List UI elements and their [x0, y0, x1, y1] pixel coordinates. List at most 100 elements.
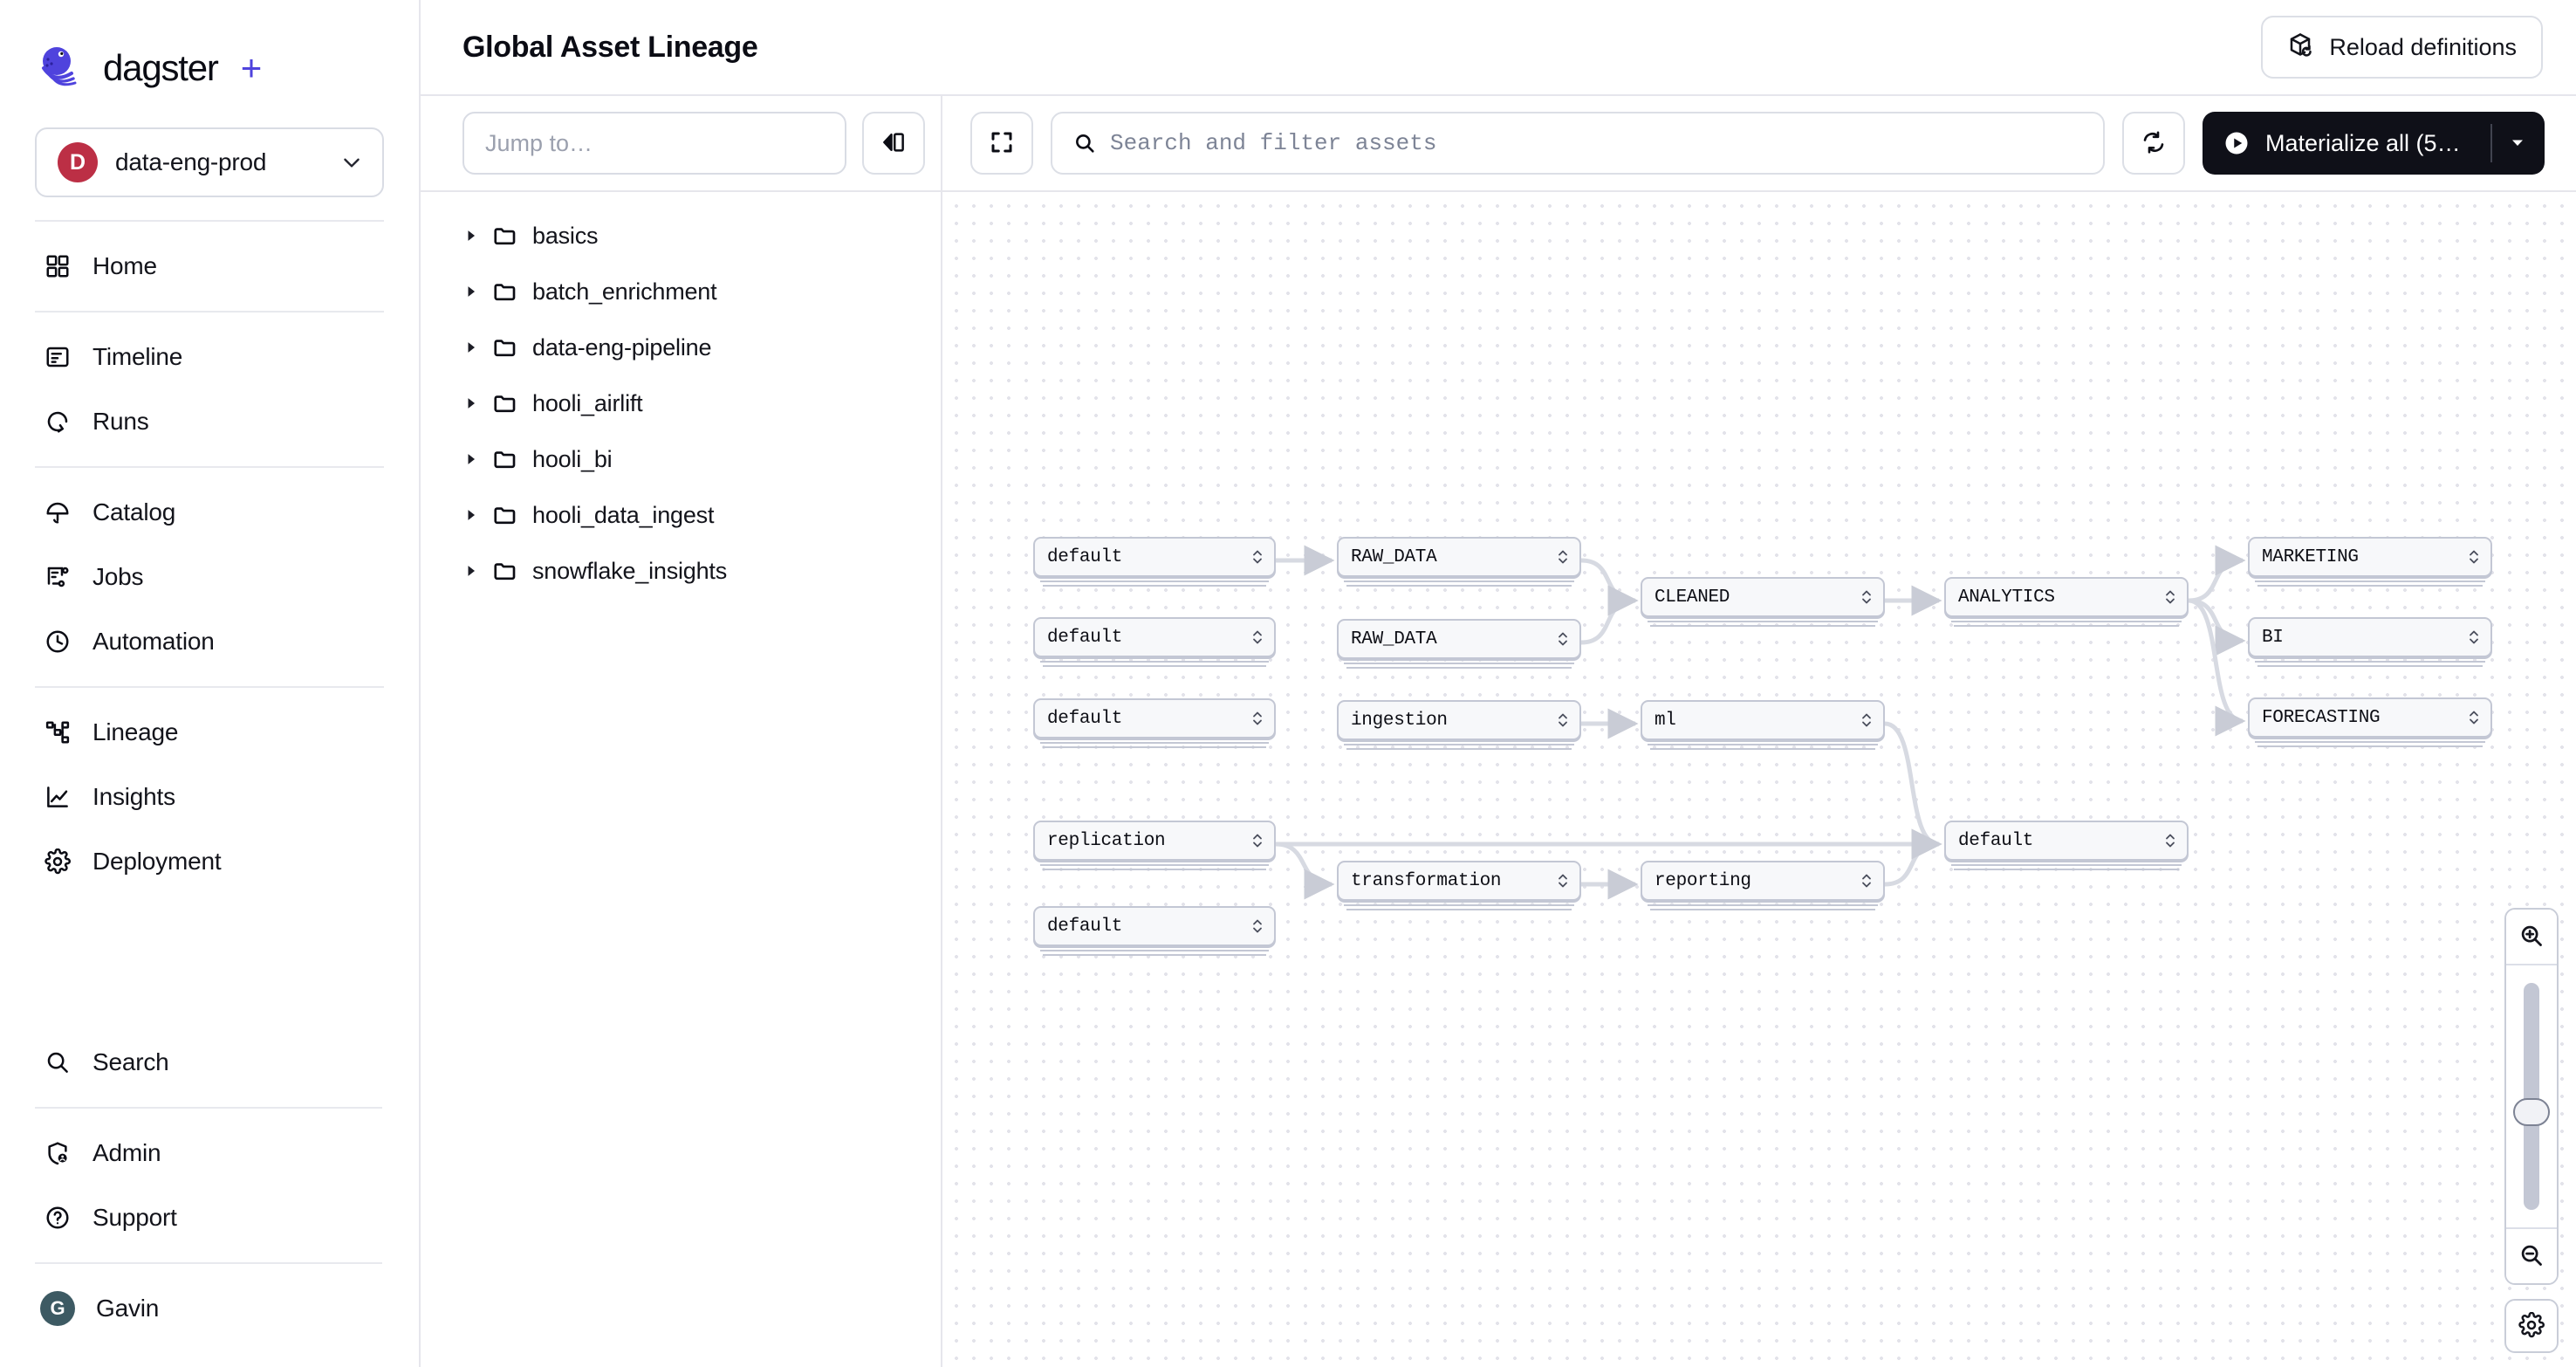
graph-node-cleaned[interactable]: CLEANED: [1641, 577, 1885, 617]
collapse-left-panel-button[interactable]: [862, 112, 925, 175]
graph-node-transformation[interactable]: transformation: [1337, 861, 1581, 901]
sidebar-item-runs[interactable]: Runs: [35, 389, 384, 454]
user-account-menu[interactable]: G Gavin: [35, 1276, 382, 1341]
chevron-up-down-icon[interactable]: [1557, 629, 1569, 649]
graph-node-ingestion[interactable]: ingestion: [1337, 700, 1581, 740]
graph-node-raw-data[interactable]: RAW_DATA: [1337, 619, 1581, 659]
sidebar-item-admin[interactable]: Admin: [35, 1121, 382, 1185]
caret-right-icon[interactable]: [456, 227, 485, 244]
brand-logo-wordmark[interactable]: dagster +: [0, 9, 419, 119]
chevron-up-down-icon[interactable]: [1860, 587, 1873, 607]
sidebar-item-deployment[interactable]: Deployment: [35, 829, 384, 894]
sidebar-item-support[interactable]: Support: [35, 1185, 382, 1250]
tree-item-snowflake-insights[interactable]: snowflake_insights: [421, 543, 941, 599]
tree-item-data-eng-pipeline[interactable]: data-eng-pipeline: [421, 319, 941, 375]
graph-node: replication: [1033, 821, 1276, 870]
zoom-slider-thumb[interactable]: [2513, 1098, 2550, 1126]
graph-node-bi[interactable]: BI: [2248, 617, 2492, 657]
graph-node-default[interactable]: default: [1033, 698, 1276, 738]
graph-node-default[interactable]: default: [1033, 617, 1276, 657]
chevron-up-down-icon[interactable]: [1557, 711, 1569, 730]
graph-node-label: default: [1047, 708, 1123, 729]
deployment-selector[interactable]: D data-eng-prod: [35, 127, 384, 197]
sidebar-item-label: Insights: [92, 783, 175, 810]
zoom-in-button[interactable]: [2506, 910, 2557, 964]
graph-node-replication[interactable]: replication: [1033, 821, 1276, 861]
graph-node: default: [1033, 906, 1276, 956]
graph-node: ANALYTICS: [1944, 577, 2189, 627]
question-circle-icon: [44, 1204, 72, 1232]
fullscreen-button[interactable]: [970, 112, 1033, 175]
tree-item-hooli-bi[interactable]: hooli_bi: [421, 431, 941, 487]
search-input[interactable]: [1110, 130, 2082, 156]
chevron-up-down-icon[interactable]: [1860, 711, 1873, 730]
graph-node-default[interactable]: default: [1033, 906, 1276, 946]
zoom-out-button[interactable]: [2506, 1229, 2557, 1283]
graph-node: ml: [1641, 700, 1885, 750]
sidebar-item-label: Jobs: [92, 563, 144, 590]
chevron-up-down-icon[interactable]: [1557, 547, 1569, 567]
graph-node-ml[interactable]: ml: [1641, 700, 1885, 740]
chevron-up-down-icon[interactable]: [1251, 547, 1264, 567]
graph-node-default[interactable]: default: [1944, 821, 2189, 861]
graph-node-stack-indicator: [1648, 744, 1878, 751]
caret-right-icon[interactable]: [456, 283, 485, 300]
graph-edges-layer: [1275, 545, 2246, 900]
asset-search-field[interactable]: [1051, 112, 2105, 175]
graph-edge: [1275, 841, 1335, 900]
chevron-up-down-icon[interactable]: [2164, 831, 2176, 850]
chevron-up-down-icon[interactable]: [2468, 708, 2480, 727]
reload-definitions-button[interactable]: Reload definitions: [2261, 16, 2543, 79]
sidebar-item-timeline[interactable]: Timeline: [35, 325, 384, 389]
graph-node-forecasting[interactable]: FORECASTING: [2248, 697, 2492, 738]
chevron-up-down-icon[interactable]: [2468, 628, 2480, 647]
caret-right-icon[interactable]: [456, 450, 485, 468]
tree-item-hooli-airlift[interactable]: hooli_airlift: [421, 375, 941, 431]
caret-right-icon[interactable]: [456, 506, 485, 524]
graph-node-stack-indicator: [1344, 663, 1574, 670]
chevron-up-down-icon[interactable]: [1251, 831, 1264, 850]
refresh-icon: [2141, 129, 2167, 158]
graph-node: FORECASTING: [2248, 697, 2492, 747]
graph-node-marketing[interactable]: MARKETING: [2248, 537, 2492, 577]
caret-right-icon[interactable]: [456, 562, 485, 580]
sidebar-item-lineage[interactable]: Lineage: [35, 700, 384, 765]
zoom-slider[interactable]: [2506, 965, 2557, 1227]
chevron-up-down-icon[interactable]: [1860, 871, 1873, 890]
sidebar-item-automation[interactable]: Automation: [35, 609, 384, 674]
graph-node: RAW_DATA: [1337, 619, 1581, 669]
sidebar-item-catalog[interactable]: Catalog: [35, 480, 384, 545]
graph-node-reporting[interactable]: reporting: [1641, 861, 1885, 901]
sidebar-item-home[interactable]: Home: [35, 234, 384, 299]
graph-node: default: [1033, 537, 1276, 587]
graph-node-stack-indicator: [1344, 904, 1574, 911]
zoom-divider-top: [2506, 964, 2557, 965]
sidebar-item-jobs[interactable]: Jobs: [35, 545, 384, 609]
nav-group-analysis: Lineage Insights Deployment: [0, 700, 419, 894]
graph-node-raw-data[interactable]: RAW_DATA: [1337, 537, 1581, 577]
graph-zoom-controls: [2504, 908, 2559, 1367]
chevron-up-down-icon[interactable]: [1251, 709, 1264, 728]
refresh-graph-button[interactable]: [2122, 112, 2185, 175]
sidebar-item-insights[interactable]: Insights: [35, 765, 384, 829]
tree-item-batch-enrichment[interactable]: batch_enrichment: [421, 264, 941, 319]
caret-right-icon[interactable]: [456, 339, 485, 356]
graph-node-default[interactable]: default: [1033, 537, 1276, 577]
chevron-up-down-icon[interactable]: [2468, 547, 2480, 567]
chevron-up-down-icon[interactable]: [2164, 587, 2176, 607]
tree-item-hooli-data-ingest[interactable]: hooli_data_ingest: [421, 487, 941, 543]
tree-item-basics[interactable]: basics: [421, 208, 941, 264]
graph-settings-button[interactable]: [2504, 1299, 2559, 1353]
chevron-up-down-icon[interactable]: [1251, 917, 1264, 936]
graph-node-analytics[interactable]: ANALYTICS: [1944, 577, 2189, 617]
reload-definitions-icon: [2287, 31, 2313, 64]
chevron-up-down-icon[interactable]: [1251, 628, 1264, 647]
materialize-all-button[interactable]: Materialize all (51)…: [2203, 112, 2490, 175]
materialize-options-button[interactable]: [2490, 112, 2545, 175]
chevron-up-down-icon[interactable]: [1557, 871, 1569, 890]
sidebar-item-search[interactable]: Search: [35, 1030, 382, 1095]
caret-right-icon[interactable]: [456, 395, 485, 412]
jump-to-input[interactable]: [462, 112, 846, 175]
